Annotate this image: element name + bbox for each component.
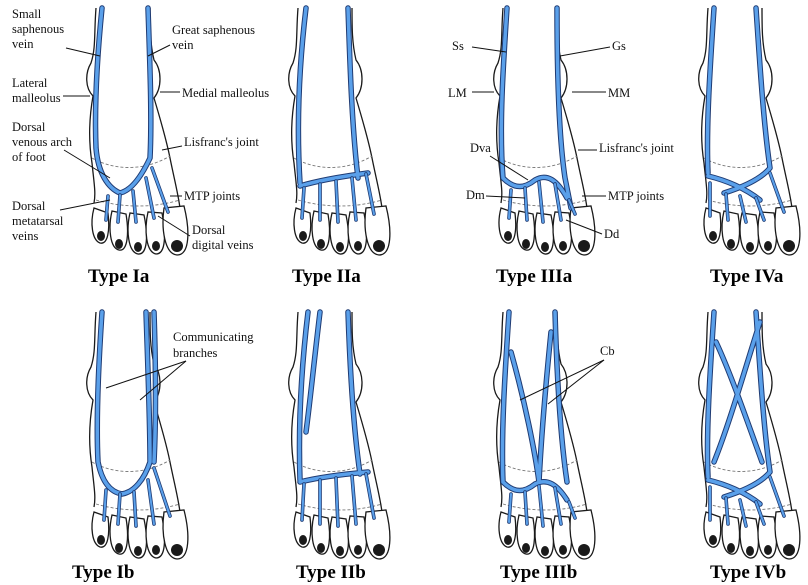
label-lisfranc-joint: Lisfranc's joint (184, 135, 259, 149)
panel-type-iiia (494, 8, 595, 255)
caption-type-iva: Type IVa (710, 266, 784, 287)
annotations-ib: Communicating branches (106, 330, 257, 400)
label-dorsal-metatarsal: Dorsal metatarsal veins (12, 199, 67, 243)
veins-ia (95, 8, 168, 222)
caption-type-iiib: Type IIIb (500, 562, 577, 583)
veins-ivb (707, 312, 784, 526)
label-small-saphenous: Small saphenous vein (12, 7, 67, 51)
label-dorsal-digital: Dorsal digital veins (192, 223, 254, 252)
veins-iib (299, 312, 374, 526)
panel-type-iib (289, 312, 390, 559)
label-communicating-branches: Communicating branches (173, 330, 257, 360)
label-gs: Gs (612, 39, 626, 53)
caption-type-ia: Type Ia (88, 266, 150, 287)
veins-iva (707, 8, 784, 222)
label-dva: Dva (470, 141, 491, 155)
panel-type-ivb (699, 312, 800, 559)
label-great-saphenous: Great saphenous vein (172, 23, 258, 52)
veins-iia (298, 8, 374, 222)
label-lm: LM (448, 86, 467, 100)
label-medial-malleolus: Medial malleolus (182, 86, 269, 100)
caption-type-iia: Type IIa (292, 266, 361, 287)
panel-type-iia (289, 8, 390, 255)
label-mtp-joints-b: MTP joints (608, 189, 664, 203)
label-dorsal-venous-arch: Dorsal venous arch of foot (12, 120, 75, 164)
label-lisfranc-b: Lisfranc's joint (599, 141, 674, 155)
veins-iiib (502, 312, 575, 526)
label-ss: Ss (452, 39, 464, 53)
caption-type-ib: Type Ib (72, 562, 134, 583)
label-dd: Dd (604, 227, 620, 241)
label-mm: MM (608, 86, 630, 100)
caption-type-iiia: Type IIIa (496, 266, 573, 287)
label-lateral-malleolus: Lateral malleolus (12, 76, 61, 105)
caption-type-iib: Type IIb (296, 562, 366, 583)
label-mtp-joints: MTP joints (184, 189, 240, 203)
caption-type-ivb: Type IVb (710, 562, 786, 583)
panel-type-iva (699, 8, 800, 255)
label-dm: Dm (466, 188, 485, 202)
panel-type-iiib (494, 312, 595, 559)
annotations-iiib: Cb (520, 344, 615, 404)
label-cb: Cb (600, 344, 615, 358)
veins-iiia (501, 8, 575, 222)
